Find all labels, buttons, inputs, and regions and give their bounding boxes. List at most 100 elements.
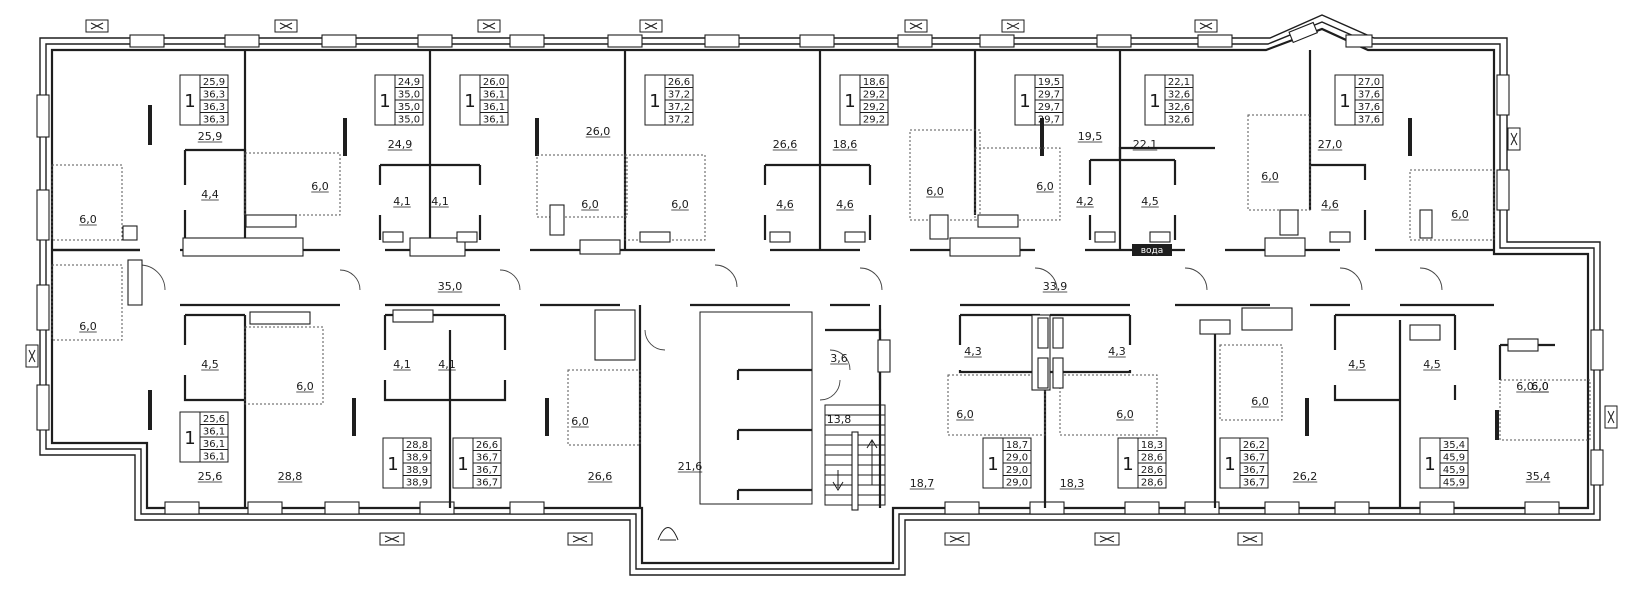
apartment-area-value: 25,9	[203, 77, 225, 88]
side-windows	[25, 74, 1618, 486]
apartment-area-value: 28,6	[1141, 478, 1163, 489]
apartment-area-value: 38,9	[406, 478, 428, 489]
apartment-area-value: 37,6	[1358, 102, 1380, 113]
room-area-label: 4,6	[836, 198, 854, 211]
apartment-room-count: 1	[184, 428, 195, 449]
room-area-label: 4,1	[393, 195, 411, 208]
room-area-label: 25,6	[198, 470, 223, 483]
apartment-area-value: 35,0	[398, 115, 420, 126]
apartment-area-value: 36,7	[1243, 465, 1265, 476]
water-tap: вода	[1132, 244, 1172, 256]
room-area-label: 6,0	[571, 415, 589, 428]
apartment-room-count: 1	[457, 454, 468, 475]
apartment-room-count: 1	[184, 91, 195, 112]
room-area-label: 27,0	[1318, 138, 1343, 151]
room-area-label: 28,8	[278, 470, 303, 483]
columns	[148, 105, 1499, 440]
apartment-area-value: 27,0	[1358, 77, 1380, 88]
apartment-room-count: 1	[464, 91, 475, 112]
room-area-label: 4,3	[1108, 345, 1126, 358]
apartment-box: 122,132,632,632,6	[1144, 74, 1194, 126]
room-area-label: 6,0	[581, 198, 599, 211]
apartment-box-grid	[1034, 75, 1063, 125]
apartment-info-boxes: 125,936,336,336,3124,935,035,035,0126,03…	[179, 74, 1469, 489]
apartment-area-value: 26,6	[476, 440, 498, 451]
apartment-area-value: 38,9	[406, 453, 428, 464]
room-area-label: 18,7	[910, 477, 935, 490]
apartment-area-value: 38,9	[406, 465, 428, 476]
apartment-area-value: 37,2	[668, 102, 690, 113]
apartment-room-count: 1	[1019, 91, 1030, 112]
room-area-label: 6,0	[79, 320, 97, 333]
apartment-area-value: 37,6	[1358, 90, 1380, 101]
apartment-area-value: 37,6	[1358, 115, 1380, 126]
apartment-area-value: 29,7	[1038, 115, 1060, 126]
apartment-area-value: 36,3	[203, 102, 225, 113]
room-area-label: 6,0	[1516, 380, 1534, 393]
room-area-label: 6,0	[79, 213, 97, 226]
apartment-room-count: 1	[387, 454, 398, 475]
apartment-box: 127,037,637,637,6	[1334, 74, 1384, 126]
room-area-label: 6,0	[1531, 380, 1549, 393]
apartment-room-count: 1	[649, 91, 660, 112]
room-area-label: 6,0	[956, 408, 974, 421]
room-area-label: 4,1	[431, 195, 449, 208]
room-area-label: 6,0	[1036, 180, 1054, 193]
apartment-box: 126,637,237,237,2	[644, 74, 694, 126]
room-area-label: 4,1	[393, 358, 411, 371]
room-area-label: 24,9	[388, 138, 413, 151]
top-vents	[85, 19, 1218, 33]
apartment-area-value: 19,5	[1038, 77, 1060, 88]
room-area-label: 33,9	[1043, 280, 1068, 293]
apartment-box-grid	[859, 75, 888, 125]
room-area-label: 4,5	[1141, 195, 1159, 208]
apartment-area-value: 29,2	[863, 102, 885, 113]
exterior-walls	[39, 14, 1601, 576]
apartment-room-count: 1	[1224, 454, 1235, 475]
apartment-box-grid	[664, 75, 693, 125]
room-area-label: 35,4	[1526, 470, 1551, 483]
room-area-label: 13,8	[827, 413, 852, 426]
apartment-area-value: 26,2	[1243, 440, 1265, 451]
apartment-area-value: 37,2	[668, 90, 690, 101]
apartment-box-grid	[394, 75, 423, 125]
room-area-label: 6,0	[1531, 380, 1549, 393]
room-area-label: 6,0	[296, 380, 314, 393]
apartment-area-value: 37,2	[668, 115, 690, 126]
room-area-label: 26,6	[588, 470, 613, 483]
apartment-box-grid	[1137, 438, 1166, 488]
apartment-area-value: 28,6	[1141, 465, 1163, 476]
apartment-area-value: 36,1	[203, 427, 225, 438]
apartment-area-value: 36,1	[203, 439, 225, 450]
apartment-area-value: 29,0	[1006, 465, 1028, 476]
apartment-area-value: 29,2	[863, 90, 885, 101]
room-area-label: 18,3	[1060, 477, 1085, 490]
apartment-area-value: 29,7	[1038, 102, 1060, 113]
interior-walls	[52, 50, 1555, 508]
apartment-room-count: 1	[1149, 91, 1160, 112]
apartment-area-value: 36,1	[203, 452, 225, 463]
apartment-area-value: 29,7	[1038, 90, 1060, 101]
apartment-area-value: 24,9	[398, 77, 420, 88]
apartment-box: 126,236,736,736,7	[1219, 437, 1269, 489]
apartment-area-value: 32,6	[1168, 90, 1190, 101]
apartment-area-value: 36,7	[1243, 453, 1265, 464]
apartment-area-value: 32,6	[1168, 115, 1190, 126]
room-area-label: 4,3	[964, 345, 982, 358]
apartment-area-value: 36,7	[476, 453, 498, 464]
apartment-box: 119,529,729,729,7	[1014, 74, 1064, 126]
room-area-label: 6,0	[1116, 408, 1134, 421]
apartment-area-value: 18,6	[863, 77, 885, 88]
apartment-area-value: 26,6	[668, 77, 690, 88]
apartment-area-value: 35,4	[1443, 440, 1465, 451]
apartment-area-value: 36,1	[483, 115, 505, 126]
apartment-box: 118,328,628,628,6	[1117, 437, 1167, 489]
apartment-room-count: 1	[379, 91, 390, 112]
apartment-room-count: 1	[987, 454, 998, 475]
apartment-area-value: 45,9	[1443, 478, 1465, 489]
apartment-area-value: 29,0	[1006, 453, 1028, 464]
room-area-label: 4,6	[776, 198, 794, 211]
apartment-box: 125,636,136,136,1	[179, 411, 229, 463]
